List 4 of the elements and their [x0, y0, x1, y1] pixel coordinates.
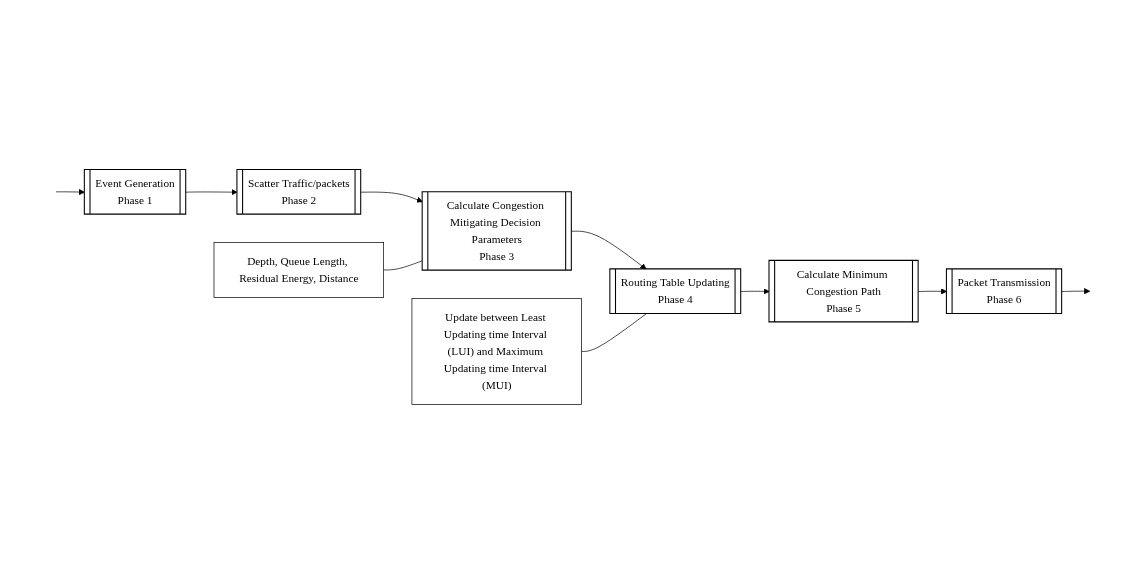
node-box: Depth, Queue Length, Residual Energy, Distance [213, 242, 384, 298]
connector [383, 260, 423, 271]
node-box: Update between Least Updating time Interval (LUI) and Maximum Updating time Interval (MUI) [411, 298, 582, 405]
connector [581, 313, 647, 352]
